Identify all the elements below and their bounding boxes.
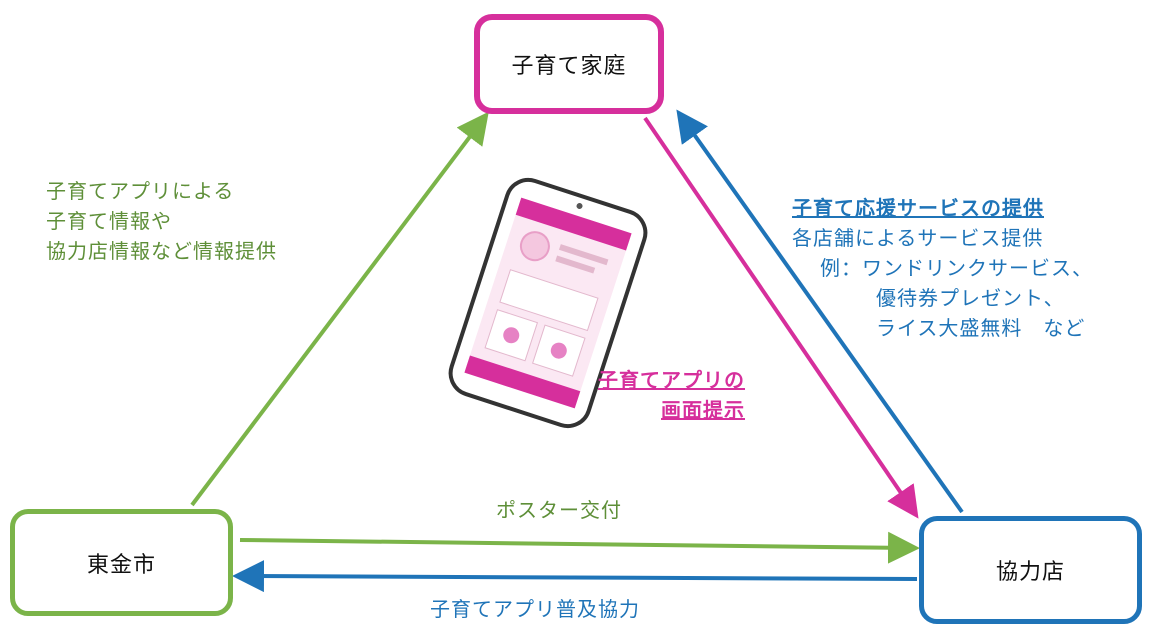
label-service-provision: 子育て応援サービスの提供 各店舗によるサービス提供 例：ワンドリンクサービス、 … [792, 193, 1093, 343]
arrow-store-to-family [676, 109, 964, 514]
smartphone-icon [448, 177, 648, 429]
node-store: 協力店 [919, 516, 1142, 624]
label-line: 子育てアプリによる [46, 179, 235, 203]
label-line: 子育てアプリの [598, 368, 745, 392]
label-service-title: 子育て応援サービスの提供 [792, 196, 1044, 220]
arrow-city-to-family [190, 111, 489, 507]
label-line: 子育て情報や [46, 209, 172, 233]
label-line: 協力店情報など情報提供 [46, 239, 277, 263]
label-app-screen: 子育てアプリの 画面提示 [598, 365, 745, 425]
label-app-spread: 子育てアプリ普及協力 [430, 597, 640, 621]
label-info-provision: 子育てアプリによる 子育て情報や 協力店情報など情報提供 [46, 176, 277, 266]
label-line: 例：ワンドリンクサービス、 [820, 256, 1093, 280]
label-line: ライス大盛無料 など [876, 316, 1086, 340]
node-city: 東金市 [10, 509, 233, 616]
arrow-store-to-city [232, 560, 918, 593]
label-line: 優待券プレゼント、 [876, 286, 1065, 310]
node-family: 子育て家庭 [474, 14, 664, 114]
arrow-city-to-store [239, 531, 920, 564]
label-line: 画面提示 [661, 398, 745, 422]
label-poster: ポスター交付 [496, 498, 622, 522]
arrow-family-to-store [643, 116, 919, 519]
label-line: 各店舗によるサービス提供 [792, 226, 1044, 250]
